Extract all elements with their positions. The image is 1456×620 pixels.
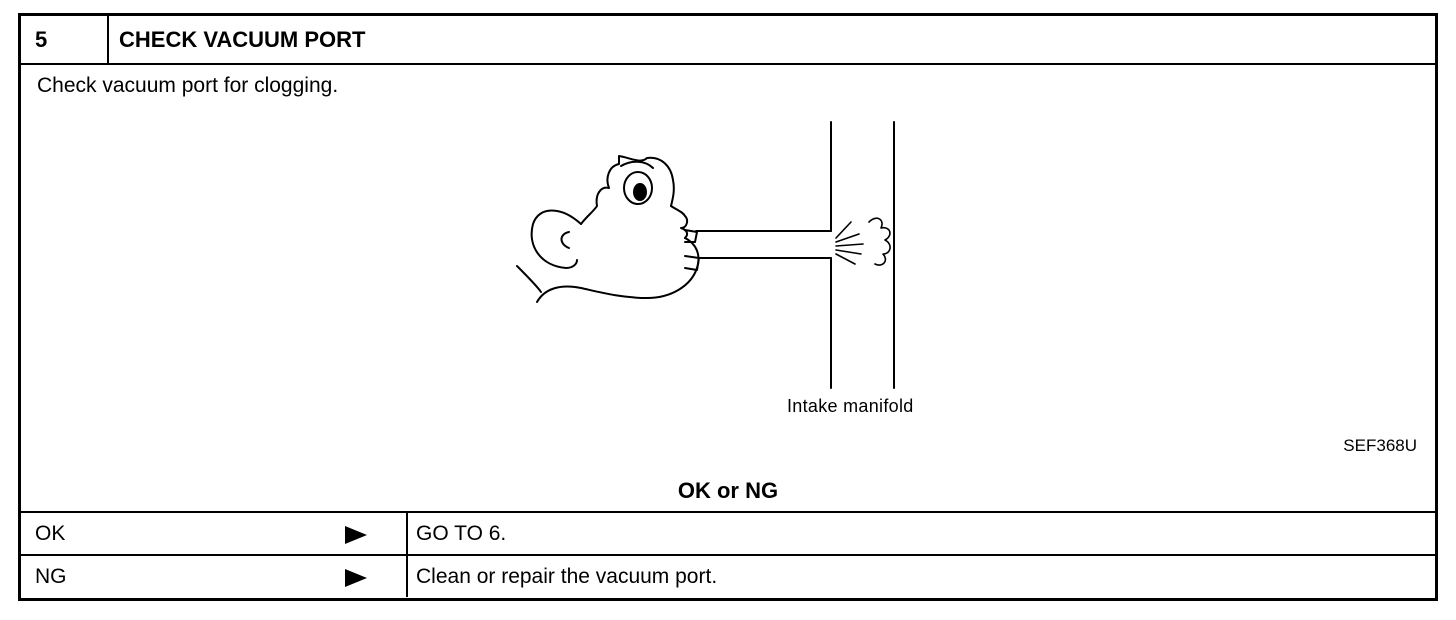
step-header: 5 CHECK VACUUM PORT (21, 16, 1435, 65)
ok-or-ng-question: OK or NG (677, 478, 779, 503)
vacuum-port-illustration (516, 121, 895, 389)
ear (530, 209, 582, 269)
eye (623, 171, 653, 205)
air-burst (835, 217, 891, 266)
step-number: 5 (21, 16, 109, 63)
arrow-right-icon (345, 526, 367, 544)
puffed-cheek (580, 237, 700, 299)
result-action: Clean or repair the vacuum port. (416, 565, 718, 588)
result-action-cell: GO TO 6. (406, 513, 1435, 554)
step-title: CHECK VACUUM PORT (119, 27, 366, 52)
figure-code: SEF368U (1343, 436, 1417, 455)
arrow-right-icon (345, 569, 367, 587)
result-action-cell: Clean or repair the vacuum port. (406, 556, 1435, 597)
intake-manifold-label: Intake manifold (787, 396, 914, 416)
instruction-text: Check vacuum port for clogging. (37, 74, 339, 97)
result-key: NG (35, 565, 67, 588)
result-key: OK (35, 522, 66, 545)
result-action: GO TO 6. (416, 522, 507, 545)
result-row-ng: NG Clean or repair the vacuum port. (21, 554, 1435, 597)
result-row-ok: OK GO TO 6. (21, 511, 1435, 554)
procedure-step-box: 5 CHECK VACUUM PORT Check vacuum port fo… (18, 13, 1438, 601)
